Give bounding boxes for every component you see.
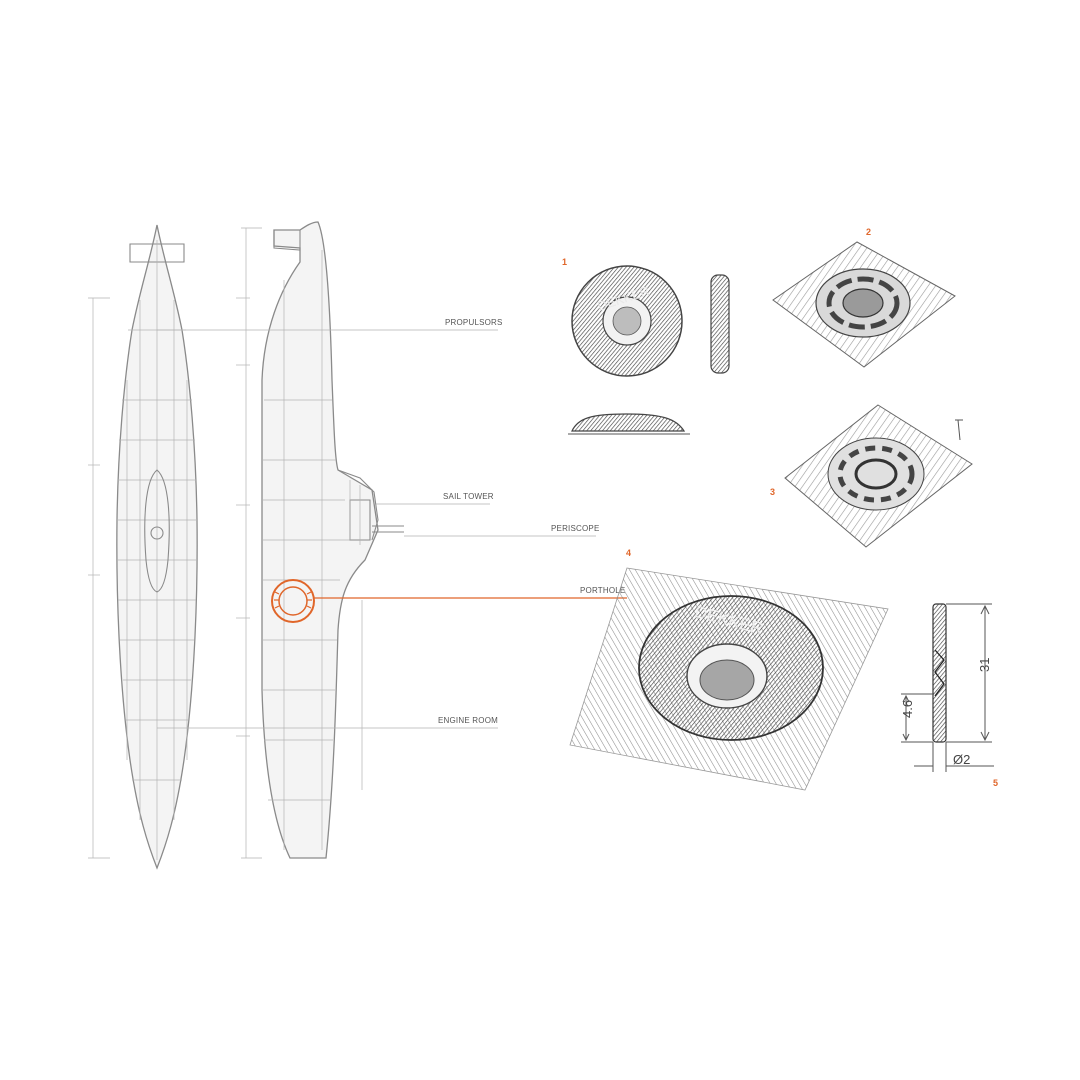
submarine-top-view (88, 224, 198, 870)
dimension-offset: 4.6 (900, 700, 915, 718)
sketch-number-4: 4 (626, 548, 631, 558)
submarine-side-view (236, 221, 404, 859)
label-sail-tower: SAIL TOWER (443, 492, 494, 501)
sketch-5-dimensioned-profile: 5 31 4.6 Ø2 (900, 603, 998, 788)
label-engine-room: ENGINE ROOM (438, 716, 498, 725)
sketch-2-porthole-mount: 2 (772, 227, 956, 368)
porthole-inner-ring (278, 586, 308, 616)
sketch-number-5: 5 (993, 778, 998, 788)
dimension-length: 31 (977, 658, 992, 672)
sketch-3-porthole-mount: 3 (770, 404, 973, 548)
dimension-diameter: Ø2 (953, 752, 970, 767)
sketch-number-3: 3 (770, 487, 775, 497)
label-periscope: PERISCOPE (551, 524, 599, 533)
callout-leaders (157, 329, 627, 729)
label-porthole: PORTHOLE (580, 586, 625, 595)
porthole-highlight-ring (271, 579, 315, 623)
sketch-number-2: 2 (866, 227, 871, 237)
sketch-number-1: 1 (562, 257, 567, 267)
callout-labels: PROPULSORS SAIL TOWER PERISCOPE PORTHOLE… (438, 318, 625, 725)
label-propulsors: PROPULSORS (445, 318, 503, 327)
sketch-4-porthole-large: 4 DEKKER (569, 548, 889, 791)
sketch-1-porthole-front: 1 DEKKER (562, 257, 730, 435)
